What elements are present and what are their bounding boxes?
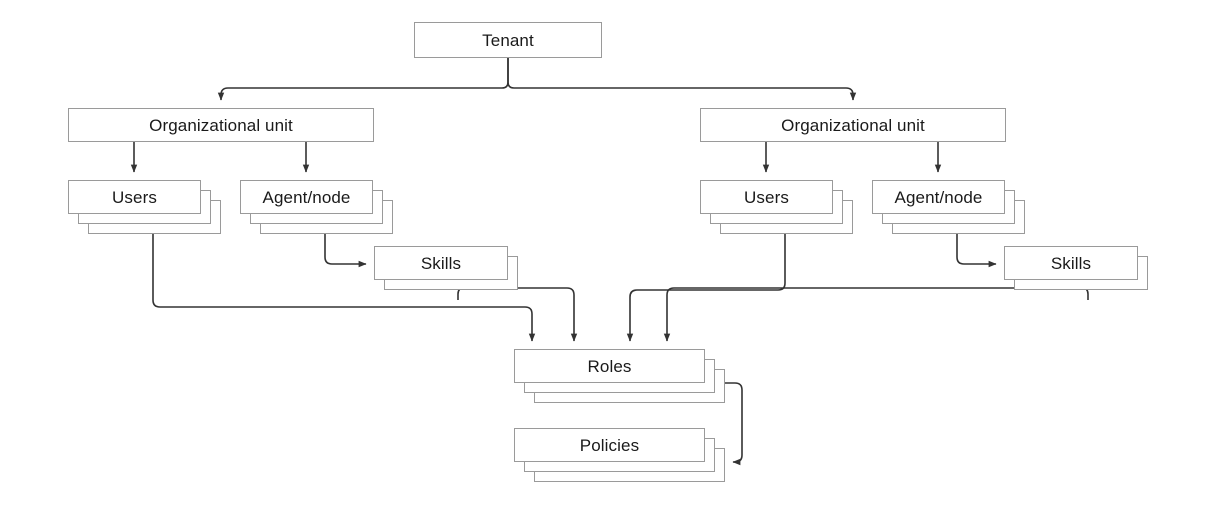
node-skills-right[interactable]: Skills xyxy=(1004,246,1148,290)
node-agent-left-box[interactable]: Agent/node xyxy=(240,180,373,214)
node-agent-right-label: Agent/node xyxy=(894,187,983,207)
node-users-right-box[interactable]: Users xyxy=(700,180,833,214)
node-agent-left-label: Agent/node xyxy=(262,187,351,207)
node-skills-right-label: Skills xyxy=(1050,253,1092,273)
node-users-right[interactable]: Users xyxy=(700,180,853,234)
node-skills-left[interactable]: Skills xyxy=(374,246,518,290)
edge-skills-left-to-roles xyxy=(457,287,578,342)
node-skills-left-box[interactable]: Skills xyxy=(374,246,508,280)
node-roles[interactable]: Roles xyxy=(514,349,725,403)
edge-agent-left-to-skills xyxy=(324,234,367,268)
node-ou-right-label: Organizational unit xyxy=(781,115,925,135)
node-agent-right-box[interactable]: Agent/node xyxy=(872,180,1005,214)
node-roles-box[interactable]: Roles xyxy=(514,349,705,383)
edge-roles-to-policies xyxy=(725,382,743,466)
edge-tenant-to-ou-left xyxy=(217,58,509,101)
node-users-right-label: Users xyxy=(744,187,789,207)
node-policies-box[interactable]: Policies xyxy=(514,428,705,462)
node-roles-label: Roles xyxy=(587,356,632,376)
node-skills-left-label: Skills xyxy=(420,253,462,273)
node-policies-label: Policies xyxy=(579,435,640,455)
node-ou-left-box[interactable]: Organizational unit xyxy=(68,108,374,142)
node-skills-right-box[interactable]: Skills xyxy=(1004,246,1138,280)
node-policies[interactable]: Policies xyxy=(514,428,725,482)
edge-tenant-to-ou-right xyxy=(507,58,857,101)
edge-skills-right-to-roles xyxy=(663,287,1089,342)
edge-users-left-to-roles xyxy=(152,234,536,342)
node-ou-right-box[interactable]: Organizational unit xyxy=(700,108,1006,142)
node-tenant-label: Tenant xyxy=(482,30,534,50)
node-tenant-box[interactable]: Tenant xyxy=(414,22,602,58)
node-users-left[interactable]: Users xyxy=(68,180,221,234)
node-users-left-box[interactable]: Users xyxy=(68,180,201,214)
edge-agent-right-to-skills xyxy=(956,234,997,268)
node-tenant[interactable]: Tenant xyxy=(414,22,602,58)
node-agent-left[interactable]: Agent/node xyxy=(240,180,393,234)
node-ou-left-label: Organizational unit xyxy=(149,115,293,135)
node-ou-right[interactable]: Organizational unit xyxy=(700,108,1006,142)
node-agent-right[interactable]: Agent/node xyxy=(872,180,1025,234)
edge-users-right-to-roles xyxy=(626,234,786,342)
node-ou-left[interactable]: Organizational unit xyxy=(68,108,374,142)
node-users-left-label: Users xyxy=(112,187,157,207)
